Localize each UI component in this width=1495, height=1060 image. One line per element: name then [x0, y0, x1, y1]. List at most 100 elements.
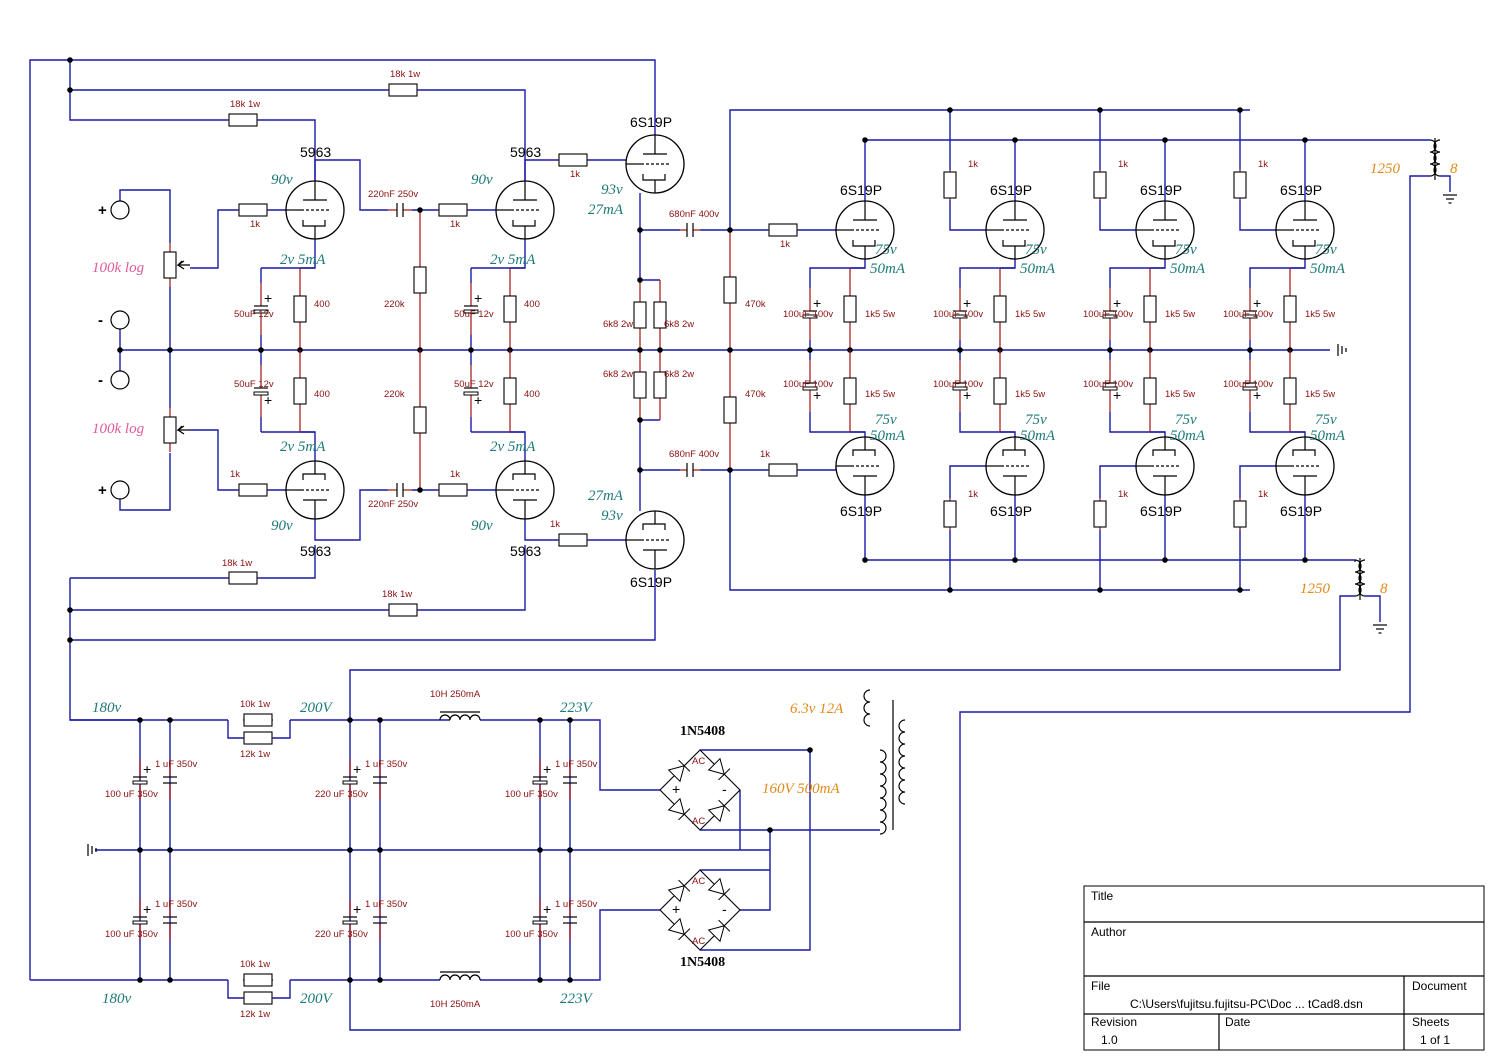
- resistor-label: 18k 1w: [222, 558, 252, 569]
- capacitor-label: 100uF 100v: [1223, 379, 1273, 390]
- wire: [740, 828, 771, 911]
- junction-dot: [258, 347, 264, 353]
- capacitor-label: 1 uF 350v: [555, 899, 597, 910]
- bias-note: 75v: [1315, 412, 1337, 428]
- wire: [809, 412, 866, 437]
- capacitor-label: 100 uF 350v: [105, 789, 158, 800]
- resistor-label: 1k: [780, 239, 790, 250]
- junction-dot: [1247, 347, 1253, 353]
- resistor: [293, 377, 307, 405]
- tube-label: 6S19P: [840, 182, 882, 198]
- bridge-minus-label: -: [722, 901, 727, 917]
- grid-stopper: [438, 483, 468, 497]
- bias-note: 50mA: [1310, 261, 1346, 277]
- resistor-label: 6k8 2w: [664, 319, 694, 330]
- bridge-rectifier: [659, 749, 741, 831]
- tube-label: 6S19P: [1140, 182, 1182, 198]
- input-jack: [110, 310, 130, 330]
- wire: [729, 470, 1250, 591]
- capacitor-plate: [253, 391, 269, 396]
- capacitor-label: 100 uF 350v: [505, 929, 558, 940]
- bias-note: 75v: [1025, 412, 1047, 428]
- resistor-label: 1k5 5w: [1165, 389, 1195, 400]
- capacitor-polarity-mark: +: [264, 290, 272, 306]
- junction-dot: [377, 717, 383, 723]
- diode-bar: [678, 928, 691, 941]
- junction-dot: [347, 977, 353, 983]
- bias-note: 2v 5mA: [490, 439, 536, 455]
- bias-note: 50mA: [1020, 428, 1056, 444]
- grid-leak-resistor: [413, 266, 427, 294]
- potentiometer: [163, 416, 177, 444]
- revision-value: 1.0: [1101, 1033, 1118, 1047]
- resistor: [1143, 377, 1157, 405]
- resistor-label: 6k8 2w: [603, 369, 633, 380]
- capacitor-polarity-mark: +: [1253, 387, 1261, 403]
- junction-dot: [637, 227, 643, 233]
- wire: [949, 465, 986, 498]
- wire: [190, 209, 238, 269]
- wire: [273, 980, 291, 999]
- sheets-value: 1 of 1: [1420, 1033, 1450, 1047]
- bias-note: 2v 5mA: [280, 439, 326, 455]
- capacitor-plate: [1242, 314, 1258, 319]
- rectifier-diode: [667, 797, 691, 821]
- resistor-label: 1k: [230, 469, 240, 480]
- resistor-label: 12k 1w: [240, 749, 270, 760]
- capacitor-label: 50uF 12v: [454, 309, 494, 320]
- wire: [1249, 412, 1306, 437]
- wire: [314, 489, 388, 541]
- resistor-label: 220k: [384, 299, 405, 310]
- transformer-winding: [879, 749, 887, 835]
- capacitor-plate: [952, 314, 968, 319]
- cathode-load-resistor: [633, 371, 647, 399]
- bridge-ac-label: AC: [692, 936, 705, 947]
- date-label: Date: [1225, 1015, 1251, 1029]
- cathode-load-resistor: [653, 371, 667, 399]
- rectifier-label: 1N5408: [680, 955, 725, 970]
- diode-bar: [678, 879, 691, 892]
- wire: [227, 980, 243, 999]
- resistor: [993, 377, 1007, 405]
- junction-dot: [767, 827, 773, 833]
- tube-cathode: [852, 240, 876, 247]
- dropper-resistor: [243, 713, 273, 727]
- junction-dot: [807, 347, 813, 353]
- wire: [190, 429, 238, 491]
- grid-stopper: [438, 203, 468, 217]
- bias-note: 50mA: [1020, 261, 1056, 277]
- tube-label: 6S19P: [1280, 182, 1322, 198]
- capacitor-label: 1 uF 350v: [155, 899, 197, 910]
- voltage-note: 200V: [300, 700, 334, 716]
- resistor: [1233, 171, 1247, 199]
- resistor-label: 1k: [570, 169, 580, 180]
- junction-dot: [567, 977, 573, 983]
- capacitor-label: 220nF 250v: [368, 499, 418, 510]
- tube-cathode: [852, 449, 876, 456]
- diode-body: [667, 917, 685, 935]
- resistor-label: 1k5 5w: [1305, 309, 1335, 320]
- wire: [959, 259, 1016, 288]
- junction-dot: [1302, 137, 1308, 143]
- wire: [349, 175, 1430, 1031]
- transformer-note: 160V 500mA: [762, 781, 840, 797]
- junction-dot: [567, 717, 573, 723]
- transformer-note: 6.3v 12A: [790, 701, 844, 717]
- junction-dot: [67, 57, 73, 63]
- tube-label: 5963: [300, 543, 331, 559]
- wire: [700, 749, 811, 951]
- junction-dot: [727, 227, 733, 233]
- transformer-winding: [863, 689, 871, 727]
- wire: [1109, 259, 1166, 288]
- transformer-winding: [1358, 559, 1366, 597]
- capacitor-label: 1 uF 350v: [365, 899, 407, 910]
- tube-label: 6S19P: [1140, 503, 1182, 519]
- capacitor-polarity-mark: +: [543, 761, 551, 777]
- bridge-minus-label: -: [722, 781, 727, 797]
- junction-dot: [67, 637, 73, 643]
- capacitor-polarity-mark: +: [1113, 387, 1121, 403]
- transformer-note: 1250: [1300, 581, 1331, 597]
- resistor-label: 400: [524, 299, 540, 310]
- tube-label: 6S19P: [630, 574, 672, 590]
- junction-dot: [727, 347, 733, 353]
